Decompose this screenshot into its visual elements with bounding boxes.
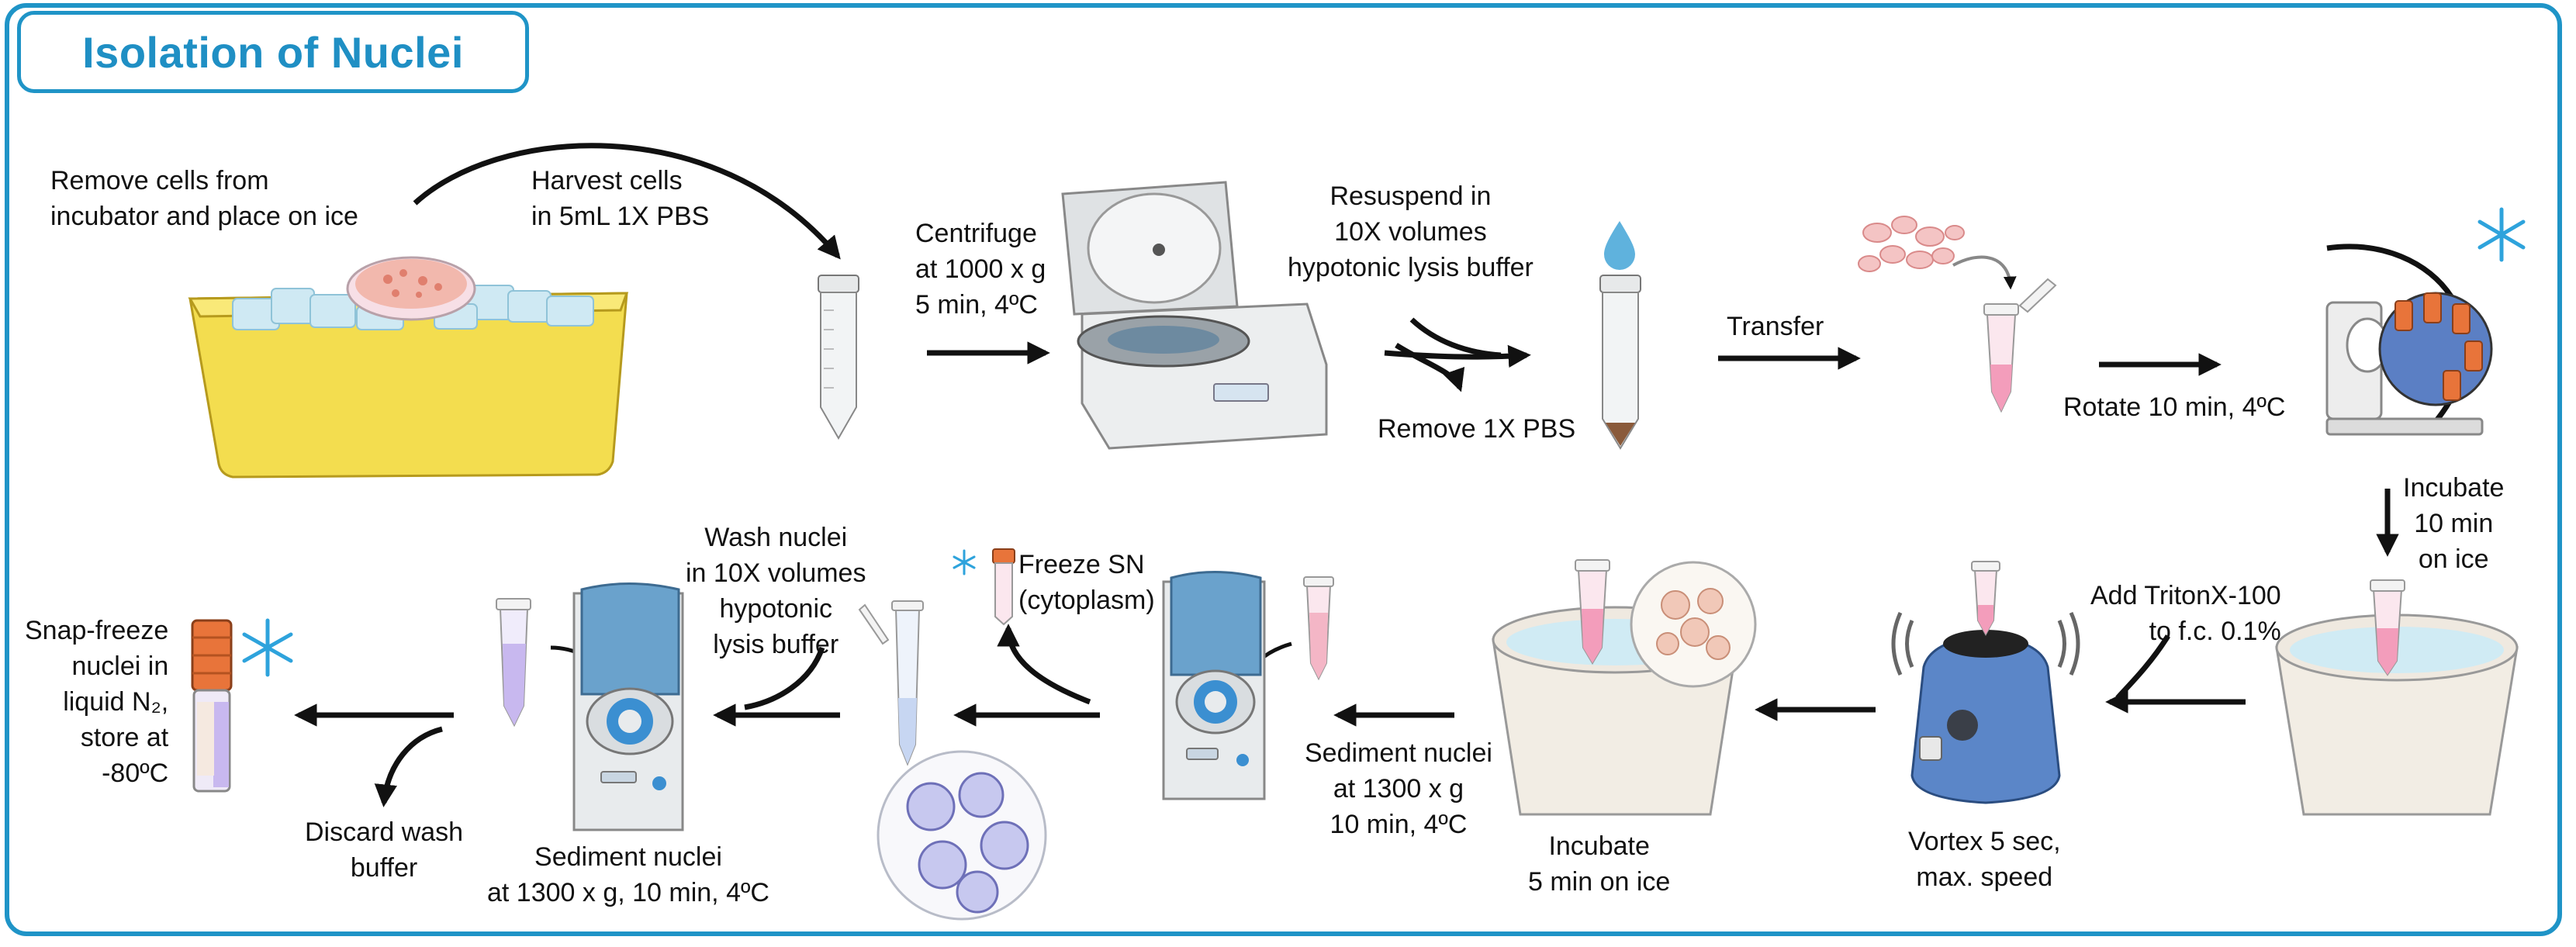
arrow-triton-curve xyxy=(2115,634,2170,700)
diagram-frame xyxy=(5,3,2562,936)
arrow-remove-pbs xyxy=(1395,343,1465,392)
label-remove-cells: Remove cells from incubator and place on… xyxy=(50,166,358,231)
label-vortex: Vortex 5 sec, max. speed xyxy=(1908,827,2061,892)
label-incubate-5: Incubate 5 min on ice xyxy=(1528,831,1671,897)
rotator-icon xyxy=(2325,292,2493,436)
snowflake-icon xyxy=(242,618,293,677)
falcon-tube-icon xyxy=(818,275,859,441)
label-discard: Discard wash buffer xyxy=(305,817,464,883)
arrow-freeze-sn xyxy=(997,624,1091,705)
arrow-harvest xyxy=(413,143,841,260)
water-drop-icon xyxy=(1604,221,1635,270)
microtube-icon xyxy=(858,600,924,766)
label-transfer: Transfer xyxy=(1727,312,1824,341)
arrow-wash-curve xyxy=(744,646,825,710)
microtube-icon xyxy=(992,548,1015,626)
label-wash-nuclei: Wash nuclei in 10X volumes hypotonic lys… xyxy=(686,523,866,659)
ice-bucket-icon xyxy=(1492,559,1757,816)
arrow-cells-to-tube xyxy=(1952,255,2017,290)
microcentrifuge-icon xyxy=(1162,571,1334,800)
arrow-discard xyxy=(374,726,443,807)
label-sediment-2: Sediment nuclei at 1300 x g, 10 min, 4ºC xyxy=(487,842,769,907)
title-box: Isolation of Nuclei xyxy=(17,11,529,93)
label-resuspend: Resuspend in 10X volumes hypotonic lysis… xyxy=(1288,181,1533,282)
pelleted-tube-icon xyxy=(1599,275,1641,450)
arrow-resuspend xyxy=(1384,344,1531,368)
snowflake-icon xyxy=(953,549,976,575)
centrifuge-icon xyxy=(1061,181,1328,450)
label-centrifuge: Centrifuge at 1000 x g 5 min, 4ºC xyxy=(915,219,1046,320)
label-snap-freeze: Snap-freeze nuclei in liquid N₂, store a… xyxy=(25,616,169,788)
cryovial-icon xyxy=(191,619,233,793)
label-remove-pbs: Remove 1X PBS xyxy=(1378,414,1576,444)
label-sediment-1: Sediment nuclei at 1300 x g 10 min, 4ºC xyxy=(1305,738,1492,839)
page-title: Isolation of Nuclei xyxy=(82,27,464,77)
label-freeze-sn: Freeze SN (cytoplasm) xyxy=(1018,550,1155,615)
label-incubate-10: Incubate 10 min on ice xyxy=(2403,473,2505,574)
label-add-triton: Add TritonX-100 to f.c. 0.1% xyxy=(2090,581,2281,646)
snowflake-icon xyxy=(2477,207,2526,262)
nuclei-icon xyxy=(877,750,1047,921)
arrow-resuspend-curve xyxy=(1409,317,1502,358)
ice-tray-icon xyxy=(188,256,629,479)
label-rotate: Rotate 10 min, 4ºC xyxy=(2063,392,2286,422)
vortex-icon xyxy=(1891,561,2080,804)
ice-bucket-icon xyxy=(2275,579,2519,816)
cells-icon xyxy=(1858,216,1965,272)
microcentrifuge-icon xyxy=(496,582,684,831)
label-harvest: Harvest cells in 5mL 1X PBS xyxy=(531,166,710,231)
microtube-icon xyxy=(1983,278,2057,413)
